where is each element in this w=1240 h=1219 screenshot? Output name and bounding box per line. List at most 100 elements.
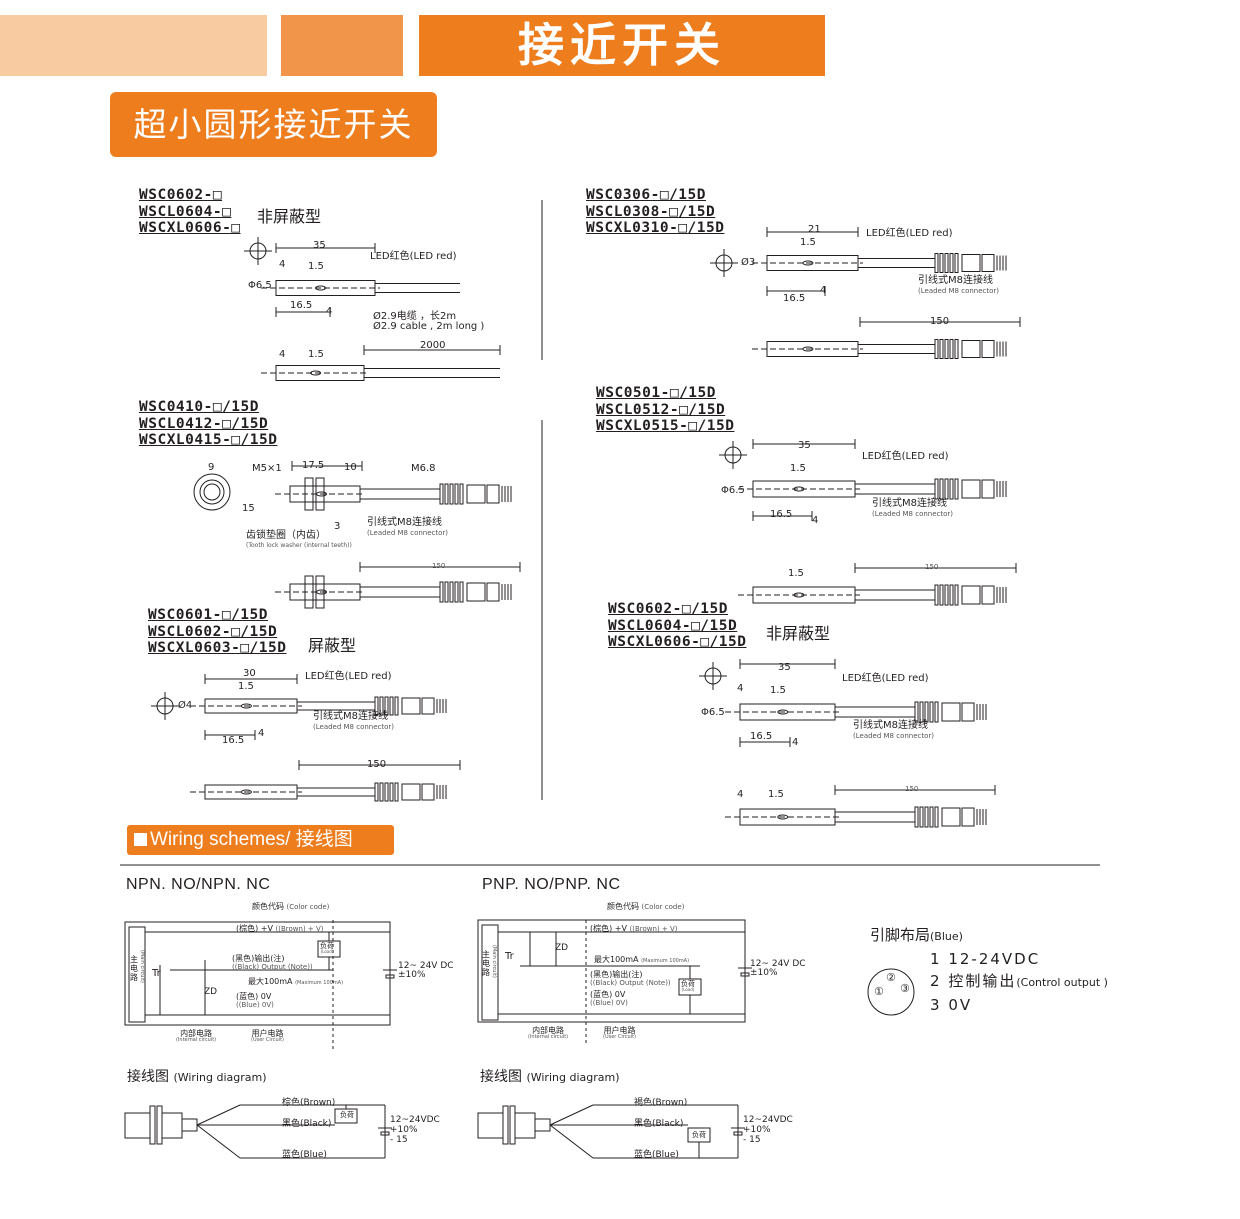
led-icon [240,789,252,795]
load-box: 负荷 [340,1111,354,1119]
connector-grip [394,782,399,802]
connector-grip [459,581,464,603]
supply-label: 12~ 24V DC±10% [750,959,806,978]
connector-body [961,254,981,272]
color-code-label: 颜色代码 (Color code) [252,902,330,911]
zener-label: ZD [204,987,218,997]
connector-grip [374,696,379,716]
dim: 9 [208,462,215,473]
connector-grip [934,584,939,606]
pin-list: 1 12-24VDC 2 控制输出(Control output ) 3 0V [930,948,1108,1016]
connector-grip [379,782,384,802]
main-circuit-label-en: (Main circuit) [139,950,145,983]
pinout-title: 引脚布局(Blue) [870,926,963,944]
dim: 4 [737,683,744,694]
brown-wire-label: (棕色) +V ((Brown) + V) [236,924,324,933]
washer-inner [199,479,225,505]
connector-nut [421,783,435,801]
blue-wire-label: 蓝色(Blue) [634,1150,679,1160]
brown-wire-label: (棕色) +V ((Brown) + V) [590,924,678,933]
battery-plate [385,974,395,979]
blue-wire-label: (蓝色) 0V((Blue) 0V) [236,992,274,1009]
dim: 2000 [420,340,446,351]
dim: M6.8 [411,463,436,474]
user-circuit-label: 用户电路(User Circuit) [251,1029,284,1044]
connector-grip [944,339,949,359]
dim: 150 [925,563,939,571]
connector-grip [449,483,454,505]
connector-grip [939,478,944,500]
dim: 16.5 [783,293,806,304]
connector-grip [939,253,944,273]
connector-grip [394,696,399,716]
dim: 3 [334,521,341,532]
pin-mark-2: ② [886,971,896,984]
dim: 1.5 [788,568,804,579]
connector-grip [954,478,959,500]
square-bullet-icon [134,833,147,846]
dim: 1.5 [238,681,254,692]
connector-body [401,697,421,715]
washer-front-view [193,473,231,511]
brown-wire-label: 褐色(Brown) [634,1098,688,1108]
max-current-label: 最大100mA (Maximum 100mA) [248,977,344,986]
nut [156,1105,163,1145]
connector-grip [384,782,389,802]
brown-wire-label: 棕色(Brown) [282,1098,336,1108]
load-box: 负荷(Load) [320,942,334,955]
connector-grip [934,339,939,359]
connector-grip [924,701,929,723]
max-current-label: 最大100mA (Maximum 100mA) [594,955,690,964]
supply-label: 12~24VDC+10%- 15 [390,1115,440,1145]
connector-grip [944,584,949,606]
cable-sleeve [181,1118,198,1132]
blue-wire-label: 蓝色(Blue) [282,1150,327,1160]
connector-grip [439,483,444,505]
connector-label: 引线式M8连接线(Leaded M8 connector) [313,711,395,732]
connector-grip [934,701,939,723]
sensor-body [514,1112,536,1139]
connector-nut [961,702,975,722]
connector-grip [389,696,394,716]
dim: 150 [367,759,387,770]
dim: 16.5 [750,731,773,742]
connector-grip [379,696,384,716]
dim: 1.5 [768,789,784,800]
dim: 4 [326,306,333,317]
dim: 4 [820,285,827,296]
header-bar-light [0,15,267,76]
led-icon [777,814,789,820]
dim: 16.5 [222,735,245,746]
wire-brown [549,1104,594,1126]
connector-body [961,585,981,605]
connector-grip [949,339,954,359]
connector-grip [954,253,959,273]
led-label: LED红色(LED red) [862,451,949,462]
internal-circuit-label: 内部电路(Internal circuit) [176,1029,217,1044]
nut [315,575,325,609]
connector-label: 引线式M8连接线(Leaded M8 connector) [367,517,449,538]
connector-nut [981,340,995,358]
dim: 16.5 [290,300,313,311]
connector-nut [981,254,995,272]
sensor-body [124,1112,151,1139]
battery-plate [380,1131,390,1136]
shield-type: 非屏蔽型 [257,207,322,226]
dim: Φ6.5 [721,485,745,496]
connector-grip [439,581,444,603]
connector-label: 引线式M8连接线(Leaded M8 connector) [853,720,935,741]
connector-grip [389,782,394,802]
pin-mark-1: ① [874,985,884,998]
dim: 21 [808,224,821,235]
washer-label: 齿锁垫圈（内齿）(Tooth lock washer (internal tee… [246,530,352,550]
dim: 4 [279,349,286,360]
load-box: 负荷(Load) [681,980,695,993]
led-icon [310,370,322,376]
wire-brown [196,1104,241,1126]
connector-grip [384,696,389,716]
